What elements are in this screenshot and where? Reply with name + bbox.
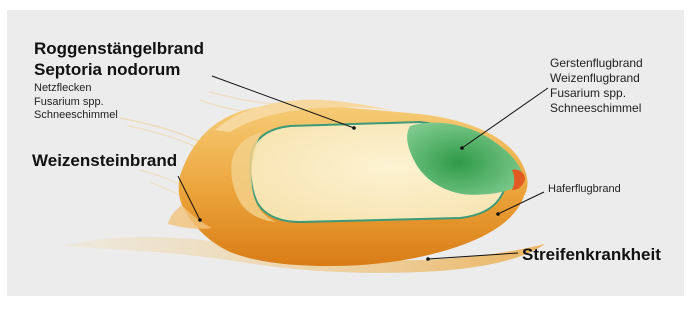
label-schneeschimmel-right: Schneeschimmel	[550, 101, 643, 116]
leader-gerstenflug	[462, 88, 548, 148]
label-fusarium-right: Fusarium spp.	[550, 86, 643, 101]
label-weizensteinbrand: Weizensteinbrand	[32, 150, 177, 171]
label-schneeschimmel-left: Schneeschimmel	[34, 109, 118, 123]
dot-weizenstein	[198, 218, 202, 222]
label-roggenstaengelbrand: Roggenstängelbrand	[34, 38, 204, 59]
label-netzflecken: Netzflecken	[34, 82, 118, 96]
label-haferflugbrand: Haferflugbrand	[548, 183, 621, 197]
dot-gerstenflug	[460, 146, 464, 150]
dot-haferflug	[496, 212, 500, 216]
label-septoria-nodorum: Septoria nodorum	[34, 59, 180, 80]
label-fusarium-left: Fusarium spp.	[34, 96, 118, 110]
label-weizenflugbrand: Weizenflugbrand	[550, 71, 643, 86]
dot-septoria	[352, 126, 356, 130]
label-streifenkrankheit: Streifenkrankheit	[522, 244, 661, 265]
label-gerstenflugbrand: Gerstenflugbrand	[550, 56, 643, 71]
label-group-left-small: Netzflecken Fusarium spp. Schneeschimmel	[34, 82, 118, 123]
label-group-right: Gerstenflugbrand Weizenflugbrand Fusariu…	[550, 56, 643, 116]
dot-streifen	[426, 257, 430, 261]
